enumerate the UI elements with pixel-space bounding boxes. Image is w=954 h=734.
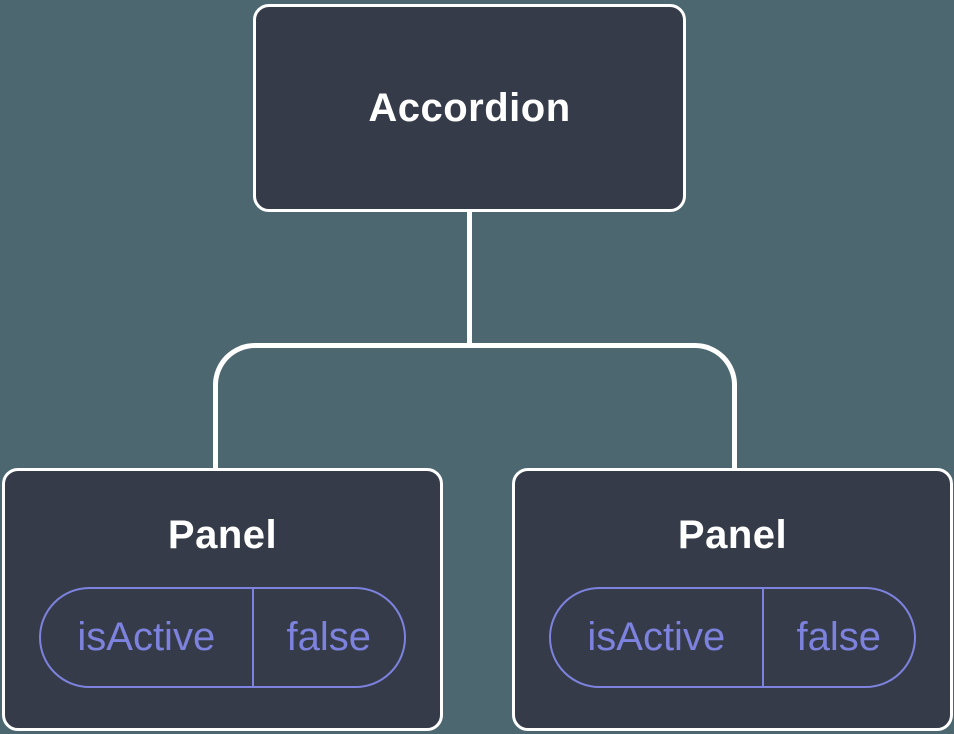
state-key-cell: isActive: [41, 589, 254, 686]
panel-label: Panel: [677, 513, 788, 557]
state-value-cell: false: [254, 589, 404, 686]
component-node-accordion: Accordion: [253, 4, 686, 212]
accordion-label: Accordion: [368, 85, 571, 130]
component-node-panel-left: Panel isActive false: [2, 468, 443, 731]
state-value: false: [286, 615, 372, 659]
state-key-cell: isActive: [551, 589, 764, 686]
state-key: isActive: [587, 615, 726, 659]
state-value: false: [796, 615, 882, 659]
state-key: isActive: [77, 615, 216, 659]
state-pill: isActive false: [549, 587, 916, 688]
state-pill: isActive false: [39, 587, 406, 688]
connector-stem: [467, 210, 472, 346]
component-node-panel-right: Panel isActive false: [512, 468, 953, 731]
state-value-cell: false: [764, 589, 914, 686]
connector-branch: [213, 343, 737, 470]
panel-label: Panel: [167, 513, 278, 557]
